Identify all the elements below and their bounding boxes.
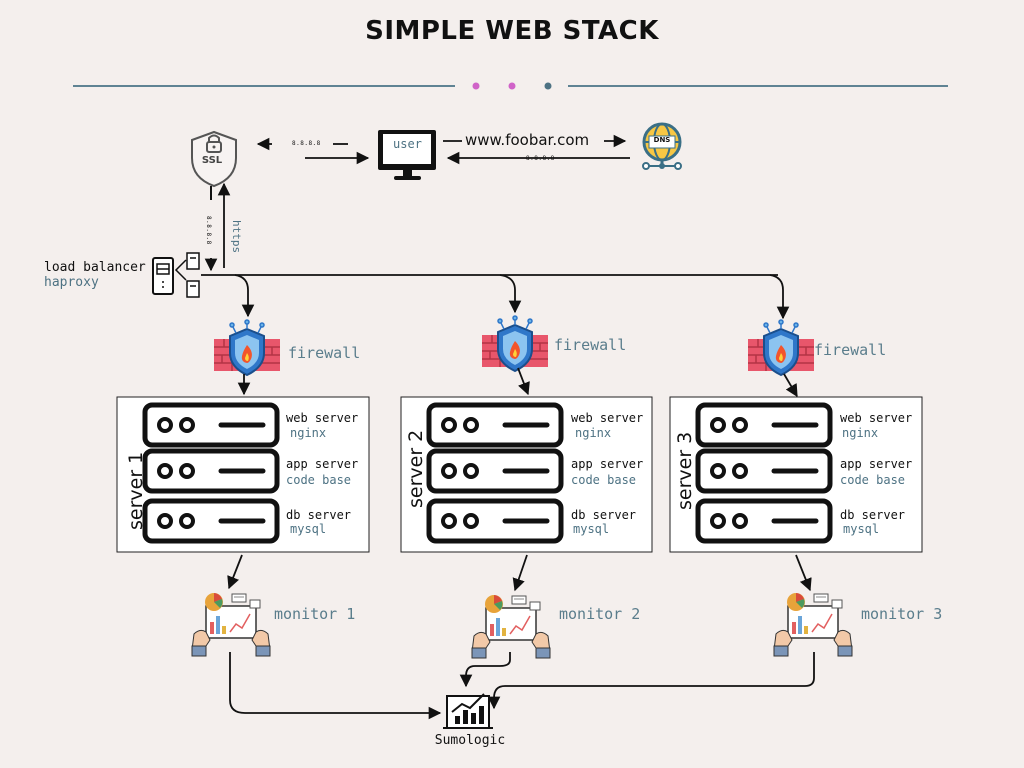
monitor-dashboard-icon	[471, 594, 551, 659]
firewall-icon	[481, 315, 549, 372]
db-server-rack-icon	[698, 501, 830, 541]
load-balancer-icon	[152, 252, 200, 298]
server-name: server 1	[125, 451, 147, 530]
server-name: server 3	[674, 431, 696, 510]
db-server-software: mysql	[573, 522, 610, 536]
divider-dot	[508, 82, 516, 90]
db-server-label: db server	[571, 508, 637, 522]
https-label: https	[230, 220, 243, 254]
db-server-software: mysql	[290, 522, 327, 536]
app-server-rack-icon	[698, 451, 830, 491]
dns-label: DNS	[653, 136, 671, 144]
web-server-software: nginx	[842, 426, 879, 440]
web-server-software: nginx	[290, 426, 327, 440]
ssl-shield-icon	[191, 130, 237, 188]
monitor-to-sumologic-links	[229, 652, 815, 720]
web-server-software: nginx	[575, 426, 612, 440]
db-server-label: db server	[840, 508, 906, 522]
db-server-rack-icon	[429, 501, 561, 541]
monitor-dashboard-icon	[191, 592, 271, 657]
firewall-label: firewall	[814, 341, 887, 359]
web-server-label: web server	[286, 411, 359, 425]
monitor-label: monitor 1	[274, 605, 356, 623]
db-server-software: mysql	[843, 522, 880, 536]
diagram-title: SIMPLE WEB STACK	[365, 16, 659, 46]
arrow-server-to-monitor	[512, 554, 528, 592]
ip-label-lb: 8.8.8.8	[205, 216, 212, 245]
domain-label: www.foobar.com	[465, 131, 590, 149]
app-server-rack-icon	[145, 451, 277, 491]
web-server-rack-icon	[429, 405, 561, 445]
load-balancer-links	[201, 274, 790, 320]
user-label: user	[393, 137, 422, 151]
firewall-label: firewall	[288, 344, 361, 362]
app-server-software: code base	[571, 473, 637, 487]
app-server-label: app server	[286, 457, 359, 471]
ip-label-ssl: 8.8.8.8	[292, 140, 321, 147]
firewall-icon	[747, 319, 815, 376]
user-computer-icon	[378, 130, 436, 180]
web-server-rack-icon	[145, 405, 277, 445]
db-server-rack-icon	[145, 501, 277, 541]
monitor-label: monitor 2	[559, 605, 641, 623]
web-server-rack-icon	[698, 405, 830, 445]
app-server-rack-icon	[429, 451, 561, 491]
ssl-label: SSL	[201, 155, 223, 166]
ip-label-dns: 8.8.8.8	[526, 155, 555, 162]
app-server-label: app server	[840, 457, 913, 471]
web-server-label: web server	[571, 411, 644, 425]
app-server-software: code base	[286, 473, 352, 487]
app-server-label: app server	[571, 457, 644, 471]
arrow-server-to-monitor	[795, 554, 812, 592]
arrow-firewall-to-server	[517, 367, 530, 396]
monitor-label: monitor 3	[861, 605, 943, 623]
arrow-server-to-monitor	[227, 554, 243, 590]
title-divider	[73, 82, 948, 90]
monitor-dashboard-icon	[773, 592, 853, 657]
firewall-label: firewall	[554, 336, 627, 354]
server-name: server 2	[405, 429, 427, 508]
arrow-firewall-to-server	[783, 373, 798, 398]
db-server-label: db server	[286, 508, 352, 522]
sumologic-chart-icon	[443, 693, 493, 729]
divider-dot	[544, 82, 552, 90]
sumologic-label: Sumologic	[434, 733, 506, 748]
divider-dot	[472, 82, 480, 90]
dns-globe-icon	[642, 122, 682, 170]
web-server-label: web server	[840, 411, 913, 425]
load-balancer-label: load balancer	[44, 260, 146, 275]
firewall-icon	[213, 319, 281, 376]
app-server-software: code base	[840, 473, 906, 487]
load-balancer-software: haproxy	[44, 275, 99, 290]
